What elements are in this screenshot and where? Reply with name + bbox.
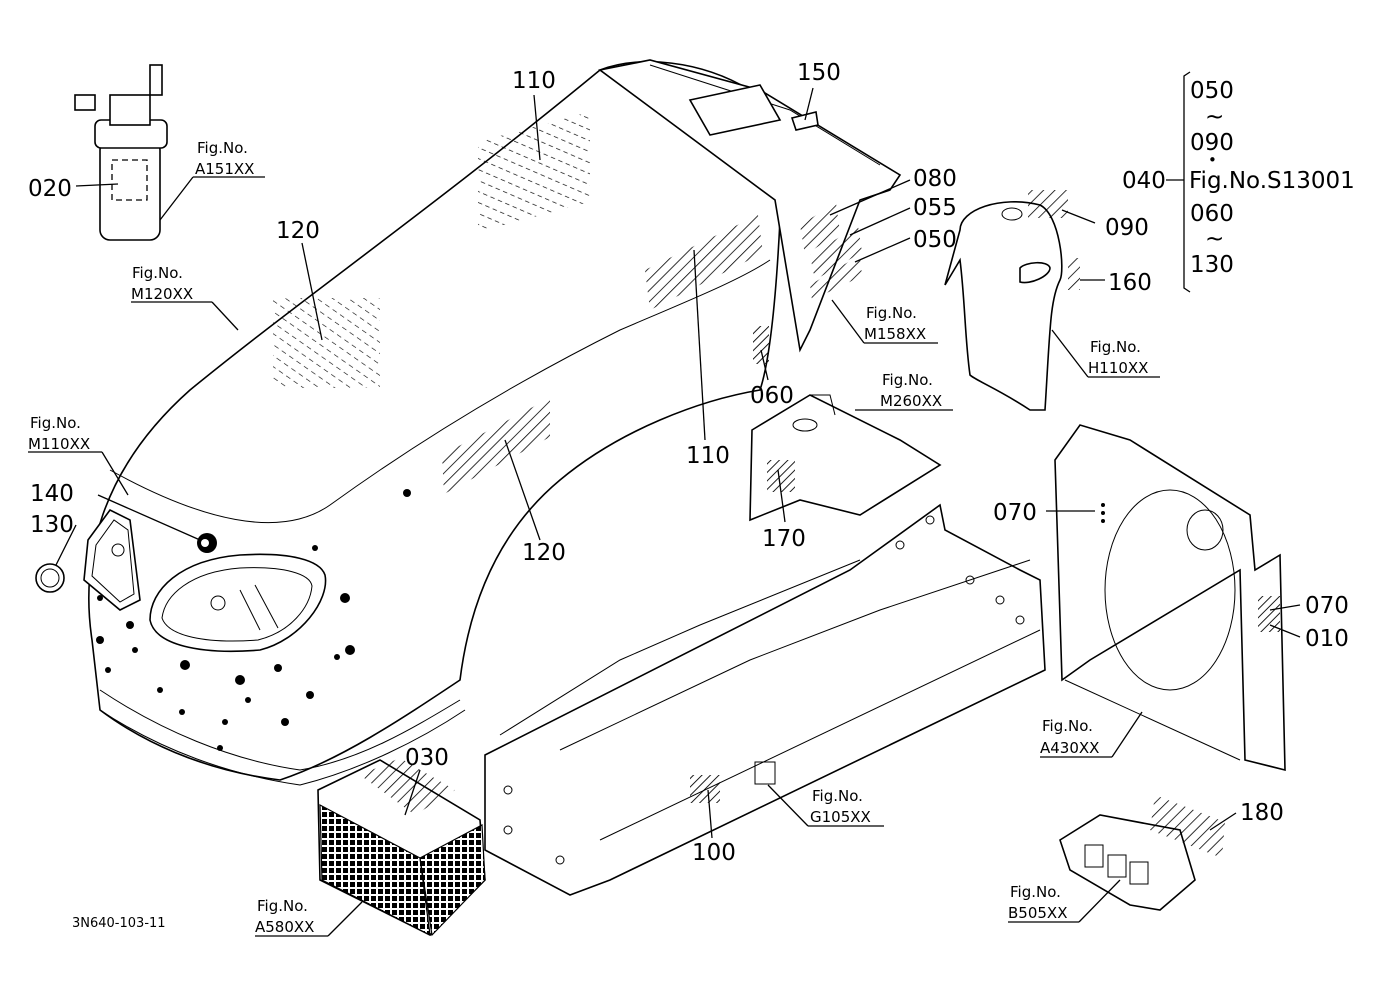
fig-ref-code-M260XX: M260XX	[880, 392, 942, 410]
fig-ref-label: Fig.No.	[257, 897, 308, 915]
fuse-box-illustration	[1059, 795, 1225, 911]
frame-illustration	[484, 503, 1046, 896]
fig-ref-label: Fig.No.	[1010, 883, 1061, 901]
callout-050: 050	[913, 227, 957, 253]
fig-ref-label: Fig.No.	[866, 304, 917, 322]
callout-170: 170	[762, 526, 806, 552]
decal-055	[810, 226, 862, 280]
decal-060	[753, 326, 769, 364]
callout-110-top: 110	[512, 68, 556, 94]
fig-ref-code-M110XX: M110XX	[28, 435, 90, 453]
decal-100	[690, 775, 720, 803]
decal-030	[360, 758, 455, 815]
callout-130: 130	[30, 512, 74, 538]
callout-120-top: 120	[276, 218, 320, 244]
callout-180: 180	[1240, 800, 1284, 826]
callout-070-left: 070	[993, 500, 1037, 526]
decal-180	[1150, 795, 1225, 858]
callout-055: 055	[913, 195, 957, 221]
decal-170	[767, 460, 795, 492]
fig-ref-label: Fig.No.	[132, 264, 183, 282]
decal-120-top	[273, 298, 380, 388]
callout-070-right: 070	[1305, 593, 1349, 619]
fuel-filter-illustration	[74, 64, 168, 241]
callout-100: 100	[692, 840, 736, 866]
ref-fig-S13001: Fig.No.S13001	[1189, 168, 1355, 194]
fig-ref-code-M120XX: M120XX	[131, 285, 193, 303]
decal-120-side	[442, 398, 550, 494]
fig-ref-label: Fig.No.	[812, 787, 863, 805]
callout-020: 020	[28, 176, 72, 202]
callout-140: 140	[30, 481, 74, 507]
decal-160	[1068, 258, 1080, 290]
battery-illustration	[317, 758, 486, 937]
fig-ref-code-H110XX: H110XX	[1088, 359, 1148, 377]
fig-ref-label: Fig.No.	[197, 139, 248, 157]
callout-080: 080	[913, 166, 957, 192]
hood-illustration	[83, 61, 785, 786]
part-150	[790, 111, 819, 131]
decal-110-top	[478, 111, 590, 232]
fig-ref-code-M158XX: M158XX	[864, 325, 926, 343]
callout-120-side: 120	[522, 540, 566, 566]
callout-010: 010	[1305, 626, 1349, 652]
fig-ref-label: Fig.No.	[1090, 338, 1141, 356]
drawing-code: 3N640-103-11	[72, 916, 166, 931]
badge-130-illustration	[35, 563, 65, 593]
callout-060: 060	[750, 383, 794, 409]
range2-end: 130	[1190, 252, 1234, 278]
decal-080	[800, 203, 840, 255]
callout-150: 150	[797, 60, 841, 86]
fig-ref-label: Fig.No.	[882, 371, 933, 389]
leader-lines	[28, 71, 1301, 937]
callout-090: 090	[1105, 215, 1149, 241]
range1-tilde: ~	[1205, 104, 1224, 130]
decal-070-010	[1258, 596, 1280, 632]
fig-ref-label: Fig.No.	[1042, 717, 1093, 735]
range1-start: 050	[1190, 78, 1234, 104]
radiator-shroud-illustration	[1054, 424, 1286, 772]
range2-start: 060	[1190, 201, 1234, 227]
fig-ref-code-G105XX: G105XX	[810, 808, 871, 826]
decal-110-side	[645, 215, 763, 310]
callout-110-side: 110	[686, 443, 730, 469]
bullet-dot: •	[1208, 151, 1217, 169]
fig-ref-code-A151XX: A151XX	[195, 160, 254, 178]
callout-160: 160	[1108, 270, 1152, 296]
dash-panel-illustration	[598, 59, 902, 353]
figure-references: Fig.No. A151XX Fig.No. M120XX Fig.No. M1…	[28, 139, 1148, 936]
callout-030: 030	[405, 745, 449, 771]
range1-end: 090	[1190, 130, 1234, 156]
bracket-illustration	[749, 394, 942, 522]
decal-090	[1028, 190, 1068, 218]
bracket-note: 050 ~ 090 • 040 Fig.No.S13001 060 ~ 130	[1122, 78, 1355, 278]
range2-tilde: ~	[1205, 226, 1224, 252]
fig-ref-code-B505XX: B505XX	[1008, 904, 1067, 922]
fig-ref-code-A430XX: A430XX	[1040, 739, 1099, 757]
callout-labels: 020 110 110 120 120 150 080 055 050 090 …	[28, 60, 1349, 866]
fig-ref-code-A580XX: A580XX	[255, 918, 314, 936]
steering-cover-illustration	[944, 190, 1080, 411]
ref-040: 040	[1122, 168, 1166, 194]
fig-ref-label: Fig.No.	[30, 414, 81, 432]
decal-050	[810, 255, 862, 300]
